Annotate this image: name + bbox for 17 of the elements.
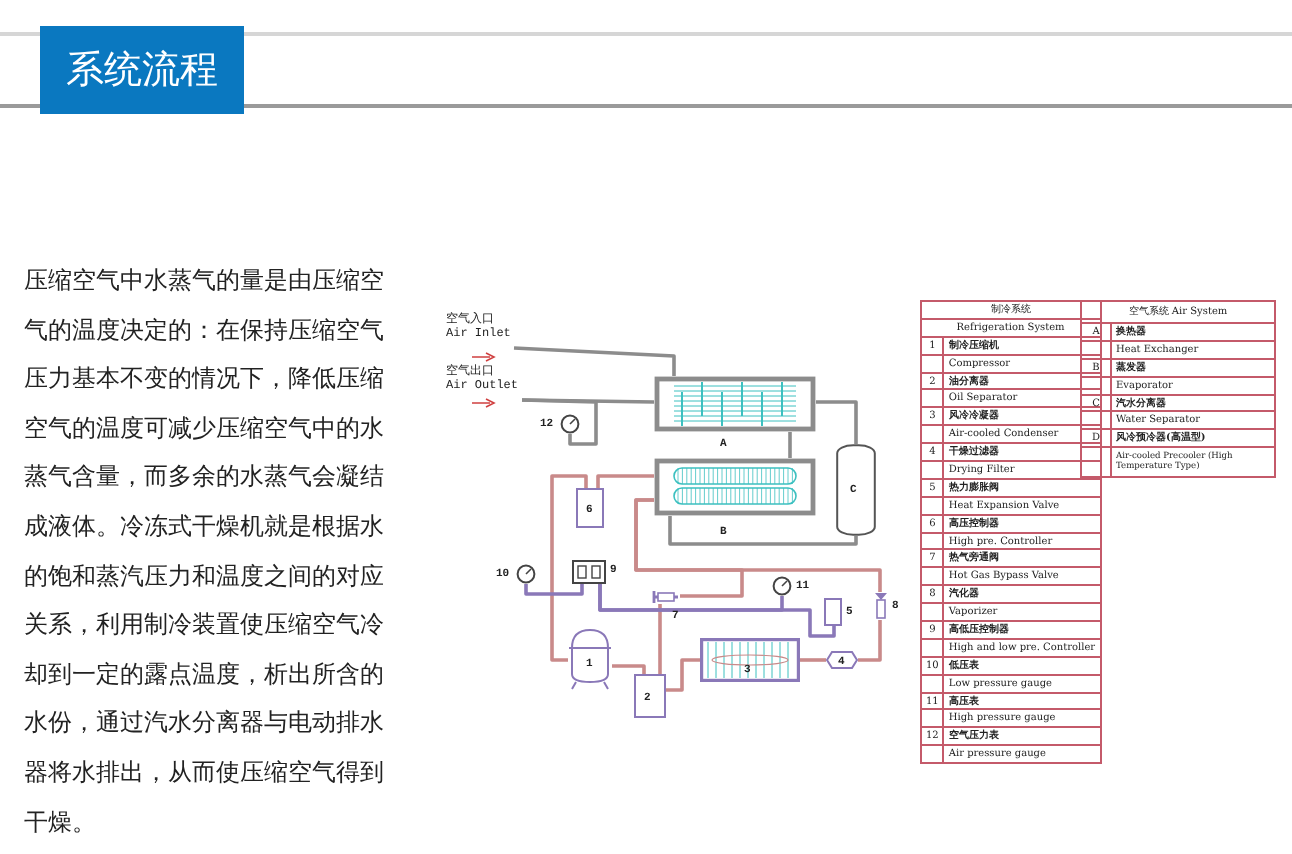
pipe-line [668,516,858,546]
title-tab: 系统流程 [40,26,244,114]
pipe-line [666,658,700,692]
pipe-line [800,658,826,662]
pipe-line [634,498,744,598]
pipe-line [788,432,792,458]
pipe-line [521,398,598,446]
pipe-line [658,604,662,674]
pipe-line [596,474,654,488]
pipe-line [513,346,676,376]
pipe-line [598,584,784,612]
pipe-line [524,584,584,596]
pipe-line [858,620,882,662]
pipe-line [816,400,858,444]
pipe-line [612,664,646,674]
description-paragraph: 压缩空气中水蒸气的量是由压缩空气的温度决定的：在保持压缩空气压力基本不变的情况下，降低压缩空气的温度可减少压缩空气中的水蒸气含量，而多余的水蒸气会凝结成液体。冷冻式干燥机就是根据水的饱和蒸汽压力和温度之间的对应关系，利用制冷装置使压缩空气冷却到一定的露点温度，析出所含的水份，通过汽水分离器与电动排水器将水排出，从而使压缩空气得到干燥。 [24,264,386,840]
pipe-line [550,474,588,662]
